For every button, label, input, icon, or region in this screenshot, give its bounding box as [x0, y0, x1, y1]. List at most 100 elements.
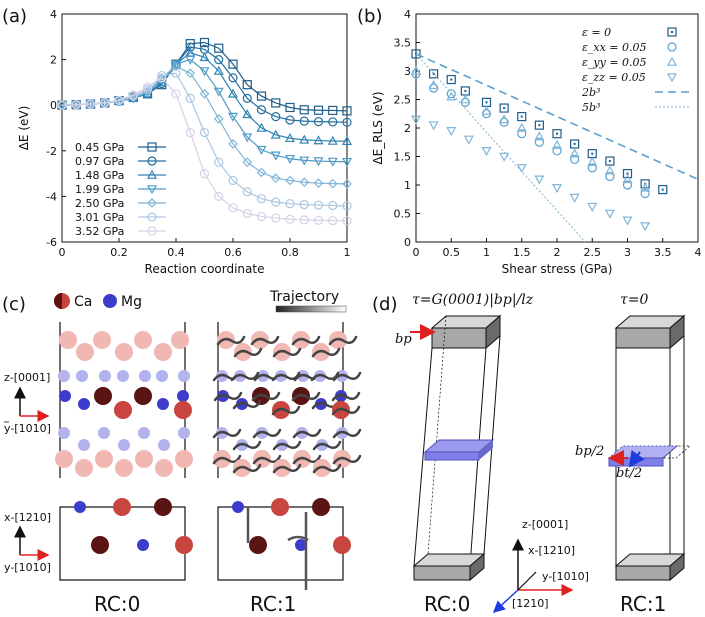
chart-b-xtick-label: 2 [554, 246, 561, 259]
chart-b-data-point [429, 69, 439, 79]
trajectory-path [232, 440, 262, 451]
chart-b-xtick-label: 0 [413, 246, 420, 259]
ca-atom [94, 387, 112, 405]
d-axis-arrow [492, 589, 519, 614]
mg-atom [158, 439, 170, 451]
chart-b-data-point [622, 180, 633, 190]
slab-top-rc1 [607, 445, 679, 459]
panel-c-atoms: Ca Mg Trajectory z-[0001] y-[1010] x-[12… [4, 289, 362, 616]
chart-a-data-point [213, 114, 224, 124]
chart-a-data-point [342, 216, 352, 226]
chart-b-data-point [446, 127, 457, 137]
chart-a-data-point [256, 167, 267, 178]
chart-b-ytick-label: 3.5 [394, 37, 412, 50]
chart-b-data-point [517, 111, 527, 122]
chart-a-data-point [228, 139, 238, 149]
trajectory-path [331, 405, 361, 416]
chart-b-data-point [463, 135, 474, 145]
panel-label-c: (c) [2, 294, 26, 315]
chart-b-data-point [446, 74, 456, 85]
chart-a-legend-label: 0.97 GPa [75, 155, 124, 168]
mg-atom [178, 370, 190, 382]
chart-a-xtick-label: 0.2 [110, 246, 128, 259]
chart-a-legend-label: 1.99 GPa [75, 183, 124, 196]
chart-b-data-point-center [556, 132, 558, 135]
chart-b-data-point-center [450, 78, 453, 81]
title-stress: τ=G(0001)|bp|/lz [412, 292, 534, 308]
ca-atom [93, 331, 111, 349]
chart-a-data-point [285, 199, 295, 209]
chart-a-legend-label: 3.52 GPa [75, 225, 124, 238]
chart-a-data-point [342, 201, 352, 211]
chart-a-data-point [242, 80, 252, 90]
chart-a-data-point [213, 65, 224, 75]
trajectory-path [251, 391, 281, 402]
chart-a-ylabel: ΔE (eV) [17, 106, 31, 151]
trajectory-path [310, 371, 340, 382]
panel-label-d: (d) [372, 294, 397, 315]
mg-atom [177, 390, 189, 402]
chart-a-data-point [327, 178, 338, 189]
mg-atom [295, 539, 307, 551]
chart-a-data-point [285, 214, 295, 224]
slab-shift-outline [662, 445, 691, 459]
chart-a-data-point [185, 55, 196, 65]
chart-a-data-point [157, 73, 167, 83]
chart-a-data-point [185, 127, 195, 138]
axis-z-label-d: z-[0001] [522, 518, 568, 531]
chart-a-data-point [328, 105, 338, 116]
chart-b-data-point [569, 193, 580, 203]
chart-a-data-point [271, 98, 281, 108]
mg-atom [178, 427, 190, 439]
chart-a-data-point [313, 215, 324, 225]
chart-b-data-point [534, 131, 545, 141]
block-front-face [431, 327, 487, 349]
block-bottom-front [413, 565, 471, 581]
trajectory-path [232, 399, 262, 410]
box-bottom-rc1 [217, 506, 344, 581]
ca-atom [135, 450, 153, 468]
mg-atom [139, 370, 151, 382]
chart-b-ytick-label: 2.5 [394, 94, 412, 107]
chart-b-data-point-center [520, 115, 523, 118]
chart-a-data-point [199, 67, 210, 77]
chart-a-legend-marker [147, 198, 157, 208]
chart-a-data-point [341, 135, 353, 146]
chart-a-data-point [114, 95, 124, 105]
chart-b-ytick-label: 4 [404, 8, 411, 21]
chart-b-data-point [446, 89, 456, 99]
trajectory-path [232, 463, 262, 474]
axis-y-label-bottom: y-[1010] [4, 561, 51, 574]
chart-a-data-point [270, 173, 281, 184]
ca-atom [312, 498, 330, 516]
caption-rc0-d: RC:0 [424, 592, 470, 616]
ca-atom [249, 536, 267, 554]
chart-b-data-point-center [661, 188, 664, 191]
chart-b-ytick-label: 2 [404, 122, 411, 135]
chart-a-data-point [271, 111, 281, 122]
legend-ca-label: Ca [74, 294, 92, 310]
trajectory-path [272, 440, 302, 451]
mg-atom [99, 370, 111, 382]
chart-a-legend-marker [147, 212, 157, 222]
ca-atom [91, 536, 109, 554]
chart-a-data-point [256, 145, 267, 155]
chart-b-data-point [410, 65, 422, 75]
chart-a-ytick-label: -6 [46, 236, 57, 249]
chart-b-data-point [587, 202, 598, 212]
chart-b-ylabel: ΔE_RLS (eV) [371, 91, 385, 164]
trajectory-path [230, 371, 260, 382]
mg-atom [59, 390, 71, 402]
chart-b-xtick-label: 1 [483, 246, 490, 259]
chart-b-data-point [640, 222, 651, 232]
atoms-bottom-rc0 [74, 498, 193, 554]
trajectory-path [272, 463, 302, 474]
trajectory-path [292, 454, 322, 465]
chart-a-data-point [342, 106, 352, 116]
chart-a-data-point [100, 98, 110, 108]
chart-a-legend-marker [147, 226, 157, 236]
chart-a-data-point [271, 213, 281, 223]
chart-b-data-point [446, 91, 457, 101]
